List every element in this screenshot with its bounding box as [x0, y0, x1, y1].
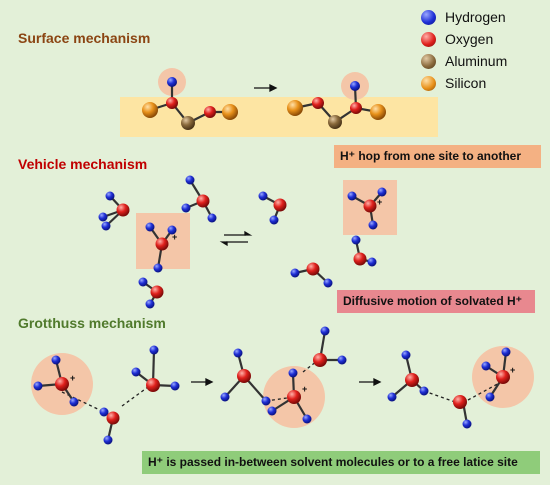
- oxygen-atom-icon: [421, 32, 436, 47]
- hydrogen-atom: [290, 268, 300, 278]
- oxygen-atom: [312, 97, 324, 109]
- hydrogen-atom: [337, 355, 347, 365]
- grotthuss-mechanism-title: Grotthuss mechanism: [18, 315, 166, 331]
- hydrogen-atom: [207, 213, 217, 223]
- oxygen-atom: [363, 199, 377, 213]
- legend-label: Hydrogen: [445, 9, 506, 25]
- legend-item-aluminum: Aluminum: [421, 51, 546, 73]
- charge-symbol: +: [70, 373, 75, 383]
- oxygen-atom: [313, 353, 327, 367]
- charge-symbol: +: [172, 232, 177, 242]
- oxygen-atom: [166, 97, 178, 109]
- hydrogen-atom: [485, 392, 495, 402]
- atoms: [33, 77, 511, 445]
- surface-caption: H⁺ hop from one site to another: [334, 145, 541, 168]
- surface-mechanism-title: Surface mechanism: [18, 30, 151, 46]
- hydrogen-atom: [99, 407, 109, 417]
- oxygen-atom: [204, 106, 216, 118]
- hydrogen-atom: [320, 326, 330, 336]
- oxygen-atom: [496, 370, 510, 384]
- charge-symbol: +: [510, 365, 515, 375]
- legend-item-oxygen: Oxygen: [421, 29, 546, 51]
- legend-item-hydrogen: Hydrogen: [421, 7, 546, 29]
- hydrogen-atom: [462, 419, 472, 429]
- hydrogen-atom-icon: [421, 10, 436, 25]
- aluminum-atom: [328, 115, 342, 129]
- oxygen-atom: [155, 237, 169, 251]
- oxygen-atom: [146, 378, 160, 392]
- hydrogen-atom: [33, 381, 43, 391]
- hydrogen-atom: [167, 225, 177, 235]
- oxygen-atom: [237, 369, 251, 383]
- legend-label: Oxygen: [445, 31, 494, 47]
- hydrogen-atom: [419, 386, 429, 396]
- hydrogen-atom: [288, 368, 298, 378]
- hydrogen-atom: [347, 191, 357, 201]
- hydrogen-atom: [105, 191, 115, 201]
- vehicle-mechanism-title: Vehicle mechanism: [18, 156, 148, 172]
- silicon-atom: [222, 104, 238, 120]
- hydrogen-atom: [233, 348, 243, 358]
- legend-label: Silicon: [445, 75, 487, 91]
- hydrogen-atom: [323, 278, 333, 288]
- oxygen-atom: [116, 203, 130, 217]
- hydrogen-atom: [267, 406, 277, 416]
- silicon-atom: [370, 104, 386, 120]
- hydrogen-atom: [258, 191, 268, 201]
- legend-item-silicon: Silicon: [421, 73, 546, 95]
- silicon-atom: [142, 102, 158, 118]
- oxygen-atom: [196, 194, 210, 208]
- hydrogen-atom: [387, 392, 397, 402]
- hydrogen-atom: [145, 299, 155, 309]
- vehicle-caption: Diffusive motion of solvated H⁺: [337, 290, 535, 313]
- charge-symbol: +: [302, 384, 307, 394]
- hydrogen-atom: [153, 263, 163, 273]
- hydrogen-atom: [367, 257, 377, 267]
- grotthuss-caption: H⁺ is passed in-between solvent molecule…: [142, 451, 540, 474]
- hydrogen-atom: [185, 175, 195, 185]
- hydrogen-atom: [138, 277, 148, 287]
- hydrogen-atom: [51, 355, 61, 365]
- oxygen-atom: [453, 395, 467, 409]
- hydrogen-atom: [368, 220, 378, 230]
- oxygen-atom: [55, 377, 69, 391]
- hydrogen-atom: [145, 222, 155, 232]
- oxygen-atom: [150, 285, 164, 299]
- oxygen-atom: [273, 198, 287, 212]
- hydrogen-atom: [103, 435, 113, 445]
- oxygen-atom: [106, 411, 120, 425]
- hydrogen-atom: [401, 350, 411, 360]
- arrows: [191, 83, 382, 387]
- charge-symbol: +: [377, 197, 382, 207]
- hydrogen-atom: [350, 81, 360, 91]
- oxygen-atom: [350, 102, 362, 114]
- oxygen-atom: [287, 390, 301, 404]
- hydrogen-atom: [351, 235, 361, 245]
- hydrogen-atom: [377, 187, 387, 197]
- hydrogen-atom: [170, 381, 180, 391]
- hydrogen-atom: [167, 77, 177, 87]
- hydrogen-atom: [481, 361, 491, 371]
- oxygen-atom: [353, 252, 367, 266]
- oxygen-atom: [306, 262, 320, 276]
- silicon-atom-icon: [421, 76, 436, 91]
- hydrogen-atom: [181, 203, 191, 213]
- hydrogen-atom: [131, 367, 141, 377]
- aluminum-atom-icon: [421, 54, 436, 69]
- hydrogen-atom: [69, 397, 79, 407]
- atom-legend: Hydrogen Oxygen Aluminum Silicon: [421, 7, 546, 95]
- hydrogen-atom: [98, 212, 108, 222]
- aluminum-atom: [181, 116, 195, 130]
- hydrogen-atom: [501, 347, 511, 357]
- legend-label: Aluminum: [445, 53, 508, 69]
- hydrogen-atom: [220, 392, 230, 402]
- oxygen-atom: [405, 373, 419, 387]
- hydrogen-atom: [302, 414, 312, 424]
- hydrogen-atom: [149, 345, 159, 355]
- hydrogen-atom: [261, 396, 271, 406]
- hydrogen-atom: [269, 215, 279, 225]
- hydrogen-atom: [101, 221, 111, 231]
- silicon-atom: [287, 100, 303, 116]
